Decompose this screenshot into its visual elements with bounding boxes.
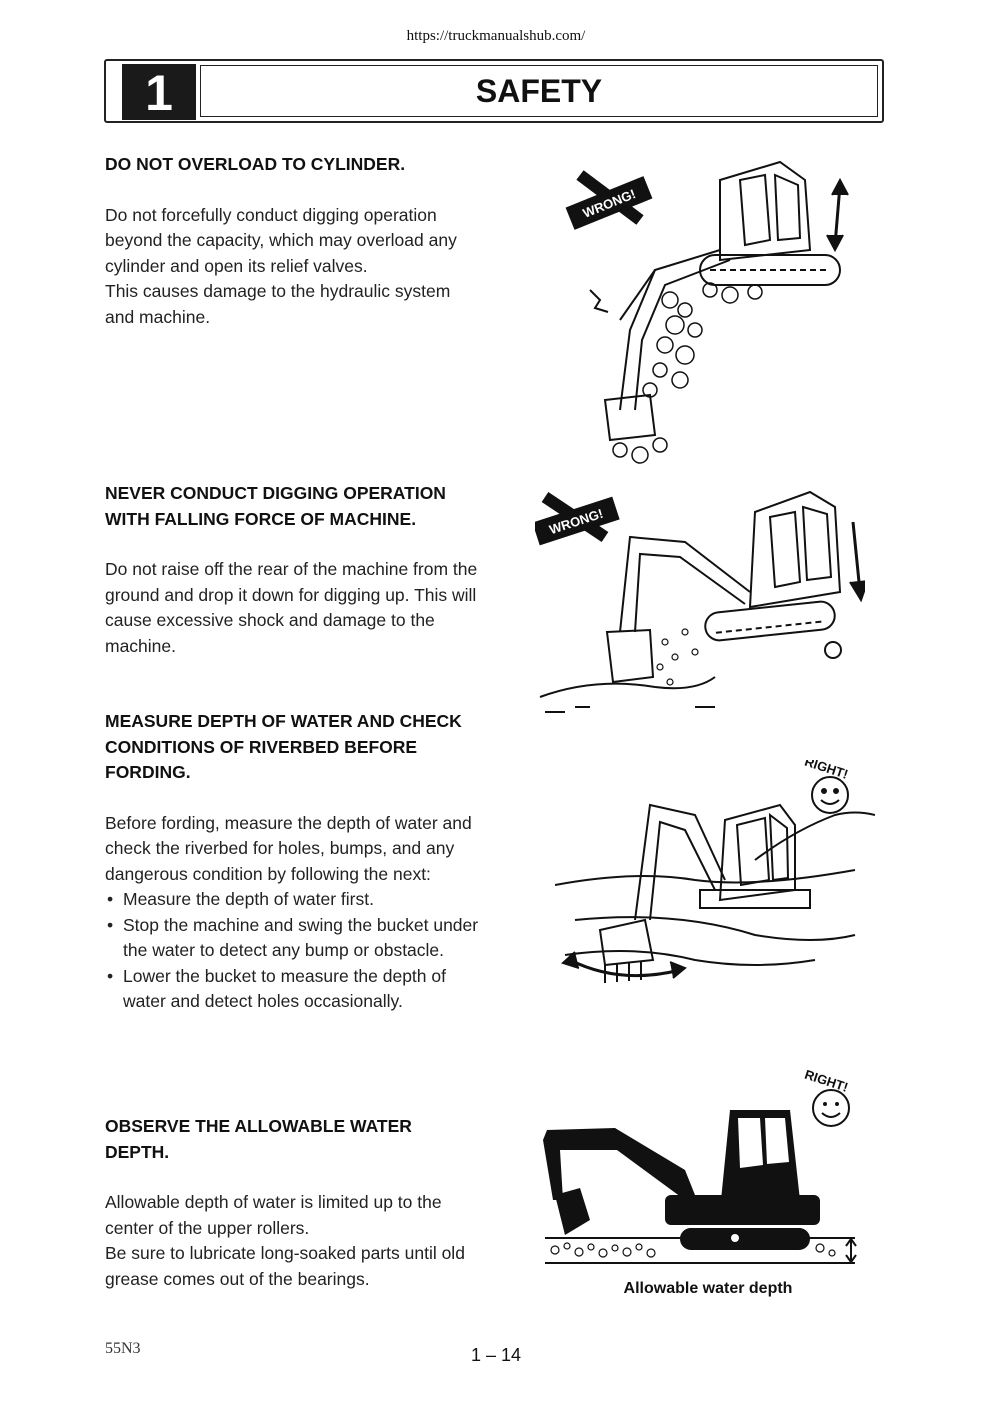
document-code: 55N3	[105, 1340, 141, 1357]
figure-caption: Allowable water depth	[623, 1280, 793, 1297]
chapter-number-box: 1	[122, 64, 196, 121]
section-heading: MEASURE DEPTH OF WATER AND CHECK CONDITI…	[105, 711, 462, 782]
section-paragraph: Before fording, measure the depth of wat…	[105, 812, 472, 884]
overload-excavator-illustration: WRONG!	[565, 160, 849, 464]
source-url[interactable]: https://truckmanualshub.com/	[406, 28, 586, 44]
bullet-item: Measure the depth of water first.	[105, 887, 480, 913]
section-paragraph: Do not raise off the rear of the machine…	[105, 559, 478, 656]
section-falling-force: NEVER CONDUCT DIGGING OPERATION WITH FAL…	[105, 481, 480, 659]
section-overload-cylinder: DO NOT OVERLOAD TO CYLINDER. Do not forc…	[105, 152, 480, 330]
section-water-depth-riverbed: MEASURE DEPTH OF WATER AND CHECK CONDITI…	[105, 709, 480, 1015]
wrong-badge: WRONG!	[535, 492, 620, 546]
section-heading: NEVER CONDUCT DIGGING OPERATION WITH FAL…	[105, 483, 446, 529]
section-paragraph: This causes damage to the hydraulic syst…	[105, 281, 451, 327]
right-badge: RIGHT!	[803, 760, 850, 814]
section-heading: DO NOT OVERLOAD TO CYLINDER.	[105, 154, 406, 174]
section-heading: OBSERVE THE ALLOWABLE WATER DEPTH.	[105, 1116, 412, 1162]
fording-check-illustration: RIGHT!	[555, 760, 875, 983]
allowable-water-depth-illustration: RIGHT!	[543, 1070, 857, 1264]
bullet-item: Lower the bucket to measure the depth of…	[105, 964, 480, 1015]
page-number: 1 – 14	[470, 1345, 522, 1365]
section-paragraph: Do not forcefully conduct digging operat…	[105, 204, 457, 276]
title-frame	[200, 65, 878, 117]
right-badge: RIGHT!	[803, 1070, 850, 1127]
page-title: SAFETY	[475, 73, 603, 109]
section-paragraph: Allowable depth of water is limited up t…	[105, 1192, 442, 1238]
bullet-list: Measure the depth of water first. Stop t…	[105, 887, 480, 1015]
section-allowable-water-depth: OBSERVE THE ALLOWABLE WATER DEPTH. Allow…	[105, 1114, 480, 1292]
chapter-header: 1 SAFETY	[104, 59, 884, 123]
bullet-item: Stop the machine and swing the bucket un…	[105, 913, 480, 964]
wrong-badge: WRONG!	[565, 170, 653, 230]
right-label: RIGHT!	[803, 760, 850, 782]
falling-force-excavator-illustration: WRONG!	[535, 490, 865, 713]
section-paragraph: Be sure to lubricate long-soaked parts u…	[105, 1243, 465, 1289]
chapter-number: 1	[145, 65, 173, 121]
